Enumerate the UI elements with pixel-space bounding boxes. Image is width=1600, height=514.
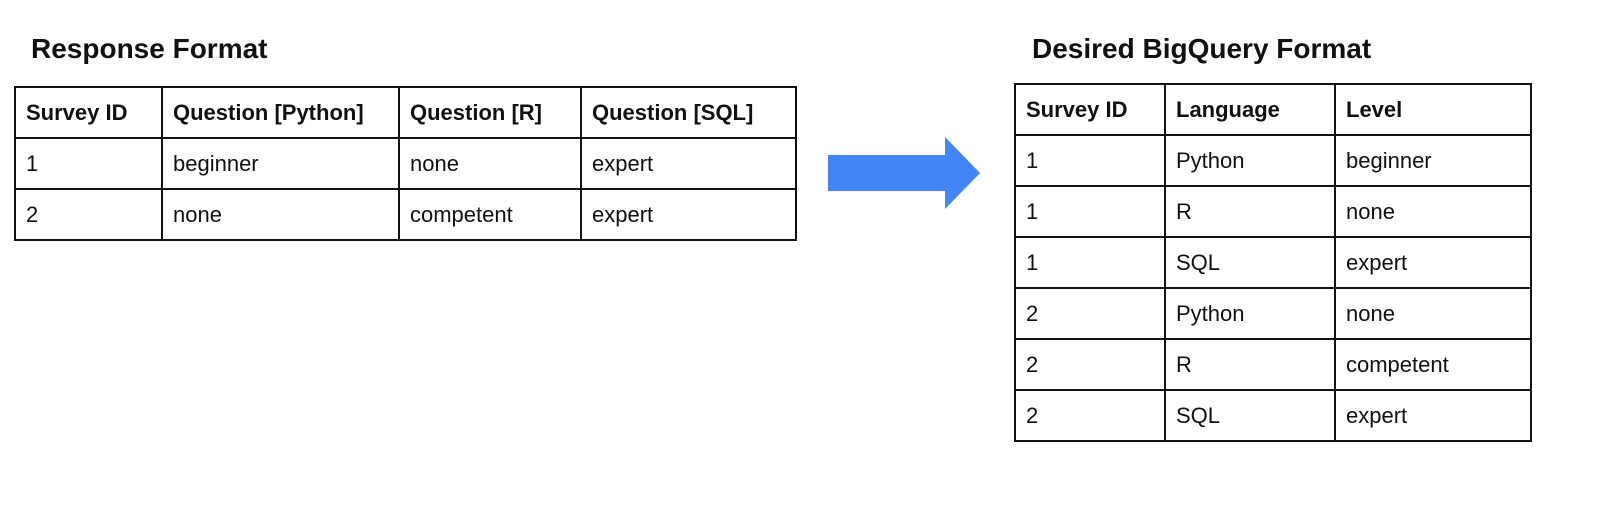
response-format-title: Response Format [31,33,268,64]
table-row: 2 SQL expert [1014,389,1532,442]
table-row: 1 R none [1014,185,1532,238]
table-cell: beginner [161,137,400,190]
table-cell: 1 [1014,236,1166,289]
column-header: Question [R] [398,86,582,139]
arrow-shape [828,137,980,209]
table-cell: expert [580,137,797,190]
column-header: Survey ID [1014,83,1166,136]
table-row: 1 beginner none expert [14,137,797,190]
table-cell: none [1334,185,1532,238]
table-row: 2 Python none [1014,287,1532,340]
table-cell: R [1164,185,1336,238]
table-row: 2 none competent expert [14,188,797,241]
column-header: Question [SQL] [580,86,797,139]
table-cell: 1 [1014,134,1166,187]
table-cell: SQL [1164,236,1336,289]
column-header: Language [1164,83,1336,136]
table-row: 1 Python beginner [1014,134,1532,187]
table-cell: expert [580,188,797,241]
table-cell: Python [1164,134,1336,187]
table-cell: 2 [1014,338,1166,391]
table-cell: expert [1334,389,1532,442]
table-cell: 1 [14,137,163,190]
table-cell: 2 [14,188,163,241]
column-header: Survey ID [14,86,163,139]
table-cell: Python [1164,287,1336,340]
table-header-row: Survey ID Question [Python] Question [R]… [14,86,797,139]
table-cell: beginner [1334,134,1532,187]
table-cell: none [398,137,582,190]
table-cell: 2 [1014,389,1166,442]
column-header: Level [1334,83,1532,136]
bigquery-format-title: Desired BigQuery Format [1032,33,1372,64]
arrow-right-icon [828,137,980,209]
table-cell: R [1164,338,1336,391]
column-header: Question [Python] [161,86,400,139]
table-cell: expert [1334,236,1532,289]
table-row: 1 SQL expert [1014,236,1532,289]
table-cell: SQL [1164,389,1336,442]
table-cell: competent [398,188,582,241]
table-row: 2 R competent [1014,338,1532,391]
bigquery-format-table: Survey ID Language Level 1 Python beginn… [1014,83,1532,442]
table-cell: 1 [1014,185,1166,238]
table-cell: competent [1334,338,1532,391]
table-cell: 2 [1014,287,1166,340]
table-cell: none [161,188,400,241]
table-header-row: Survey ID Language Level [1014,83,1532,136]
response-format-table: Survey ID Question [Python] Question [R]… [14,86,797,241]
table-cell: none [1334,287,1532,340]
